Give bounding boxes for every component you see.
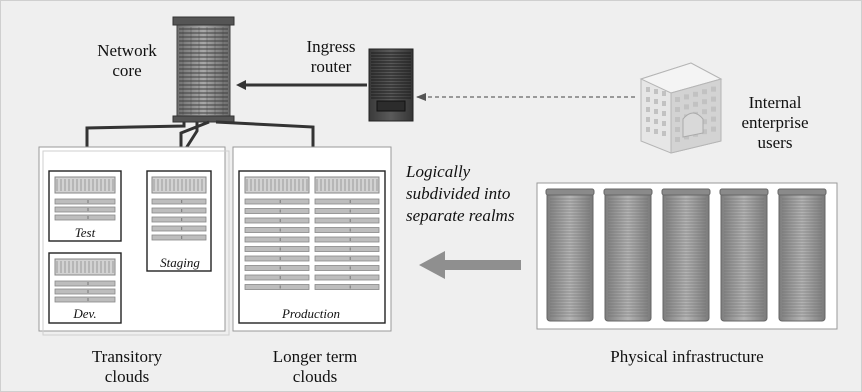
- server-blade-icon: [314, 227, 380, 233]
- realm-production-label: Production: [271, 306, 351, 321]
- longer-term-clouds-label: Longer term clouds: [272, 347, 358, 386]
- server-blade-icon: [244, 236, 310, 243]
- server-blade-icon: [54, 206, 116, 213]
- network-core-label: Network core: [97, 41, 157, 80]
- server-blade-icon: [151, 207, 207, 214]
- realm-test-label: Test: [67, 225, 103, 240]
- server-enclosure-icon: [244, 176, 310, 194]
- internal-users-label: Internal enterprise users: [741, 93, 809, 152]
- logically-subdivided-label: Logically subdivided into separate realm…: [406, 162, 515, 225]
- realm-dev-label: Dev.: [67, 306, 103, 321]
- server-rack-icon: [777, 188, 827, 322]
- server-blade-icon: [244, 274, 310, 281]
- subdivision-arrow: [419, 251, 521, 279]
- server-blade-icon: [314, 246, 380, 252]
- server-enclosure-icon: [54, 258, 116, 276]
- server-blade-icon: [314, 274, 380, 281]
- server-blade-icon: [151, 216, 207, 223]
- server-blade-icon: [244, 217, 310, 224]
- ingress-router-icon: [368, 48, 414, 122]
- server-rack-icon: [719, 188, 769, 322]
- server-blade-icon: [54, 280, 116, 287]
- server-blade-icon: [244, 255, 310, 262]
- server-blade-icon: [244, 284, 310, 290]
- server-blade-icon: [314, 265, 380, 271]
- server-enclosure-icon: [151, 176, 207, 194]
- server-blade-icon: [314, 208, 380, 214]
- server-blade-icon: [54, 198, 116, 205]
- server-blade-icon: [314, 236, 380, 243]
- server-blade-icon: [151, 198, 207, 205]
- server-enclosure-icon: [314, 176, 380, 194]
- server-blade-icon: [244, 208, 310, 214]
- server-blade-icon: [151, 225, 207, 232]
- server-rack-icon: [661, 188, 711, 322]
- network-core-switch-icon: [172, 16, 235, 123]
- server-blade-icon: [54, 214, 116, 221]
- physical-infrastructure-label: Physical infrastructure: [610, 347, 764, 366]
- server-blade-icon: [54, 288, 116, 295]
- transitory-clouds-label: Transitory clouds: [91, 347, 163, 386]
- server-rack-icon: [545, 188, 595, 322]
- realm-staging-label: Staging: [155, 255, 205, 270]
- server-blade-icon: [314, 217, 380, 224]
- server-blade-icon: [314, 255, 380, 262]
- enterprise-building-icon: [639, 62, 723, 154]
- server-blade-icon: [244, 227, 310, 233]
- server-blade-icon: [244, 265, 310, 271]
- server-blade-icon: [244, 246, 310, 252]
- server-blade-icon: [244, 198, 310, 205]
- server-blade-icon: [314, 198, 380, 205]
- server-rack-icon: [603, 188, 653, 322]
- ingress-router-label: Ingress router: [306, 37, 356, 76]
- server-blade-icon: [54, 296, 116, 303]
- server-blade-icon: [314, 284, 380, 290]
- server-blade-icon: [151, 234, 207, 241]
- server-enclosure-icon: [54, 176, 116, 194]
